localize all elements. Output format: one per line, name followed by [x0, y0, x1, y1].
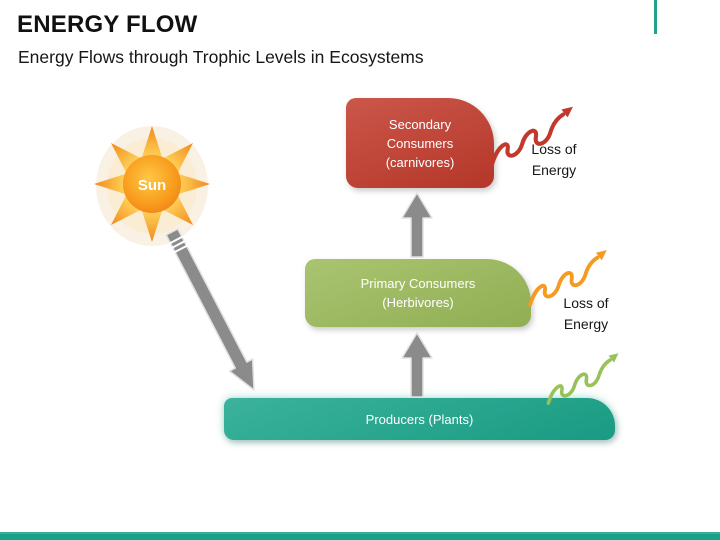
energy-loss-label-secondary: Loss of Energy [531, 141, 577, 178]
level-box-secondary-consumers: Secondary Consumers (carnivores) [346, 98, 494, 188]
page-title: ENERGY FLOW [17, 11, 198, 38]
energy-loss-arrow-producers [546, 353, 619, 406]
energy-loss-label-primary: Loss of Energy [563, 295, 609, 332]
sunlight-arrow [165, 228, 255, 391]
sun-label: Sun [138, 177, 166, 194]
level-box-label: Secondary Consumers (carnivores) [385, 116, 455, 170]
level-box-primary-consumers: Primary Consumers (Herbivores) [305, 259, 531, 327]
level-box-label: Producers (Plants) [365, 411, 474, 427]
page-subtitle: Energy Flows through Trophic Levels in E… [18, 47, 424, 67]
flow-arrow-producers-to-primary [401, 332, 433, 398]
top-accent-line [654, 0, 657, 34]
bottom-accent-bar [0, 532, 720, 540]
flow-arrow-primary-to-secondary [401, 192, 433, 258]
level-box-label: Primary Consumers (Herbivores) [360, 276, 476, 310]
energy-loss-arrow-secondary [490, 106, 573, 167]
sun-icon: Sun [94, 126, 210, 246]
level-box-producers: Producers (Plants) [224, 398, 615, 440]
energy-loss-arrow-primary [528, 250, 607, 307]
